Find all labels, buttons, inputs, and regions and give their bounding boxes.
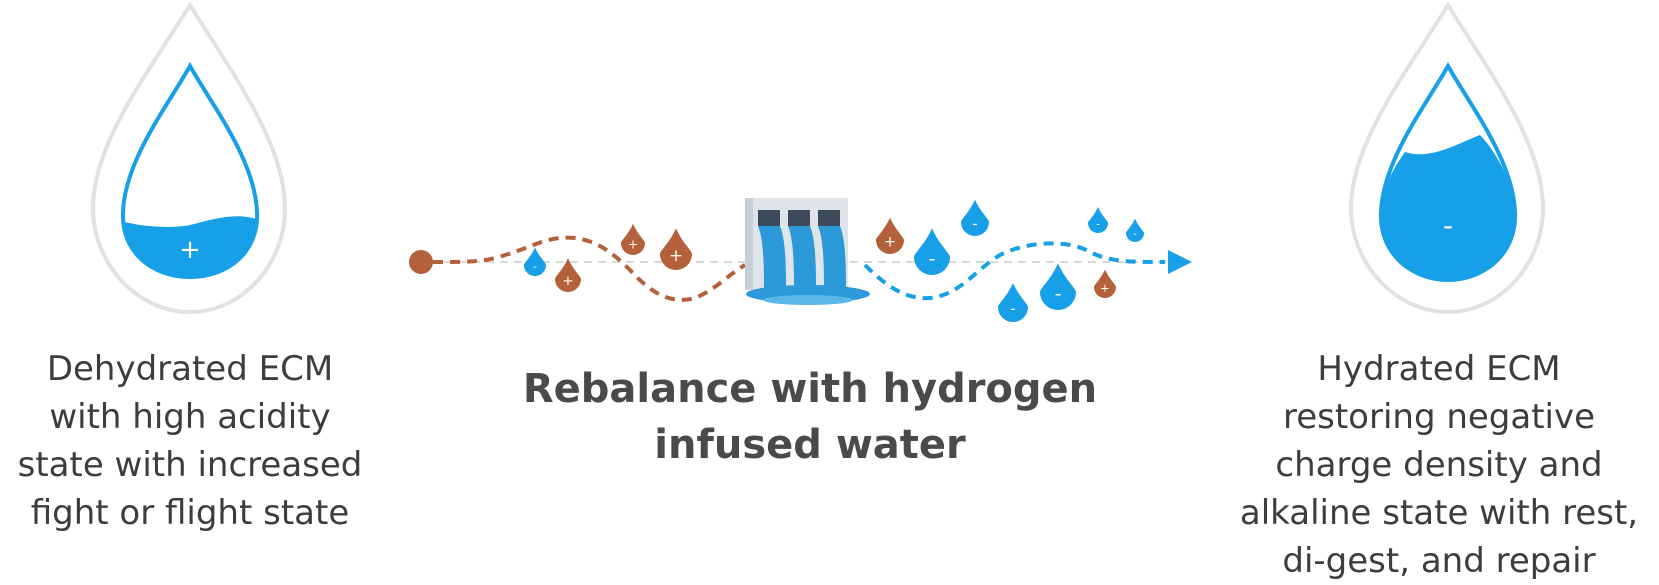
dam-pool-ripple xyxy=(763,295,853,305)
negative-droplet-icon xyxy=(1040,263,1076,310)
droplet-sign: + xyxy=(669,245,683,265)
positive-droplet-icon xyxy=(621,223,645,255)
right-drop-outline xyxy=(1348,1,1546,315)
droplet-sign: + xyxy=(884,233,896,250)
center-title-line: Rebalance with hydrogen xyxy=(522,366,1098,412)
left-caption: Dehydrated ECM with high acidity state w… xyxy=(0,345,380,537)
droplet-sign: - xyxy=(972,215,977,232)
left-drop-outline xyxy=(90,1,288,315)
negative-droplet-icon xyxy=(914,228,950,275)
right-caption: Hydrated ECM restoring negative charge d… xyxy=(1219,345,1659,585)
positive-droplet-icon xyxy=(555,258,581,292)
left-caption-line: fight or flight state xyxy=(30,493,350,533)
right-caption-line: alkaline state with rest, xyxy=(1239,493,1639,533)
hydrated-drop-icon: - xyxy=(1348,1,1546,315)
droplet-sign: + xyxy=(562,273,573,289)
right-drop-sign: - xyxy=(1443,209,1453,242)
negative-droplet-icon xyxy=(961,199,989,236)
dam-icon xyxy=(745,198,870,305)
positive-droplet-icon xyxy=(876,217,904,254)
alkaline-flow-line xyxy=(863,241,1166,301)
dehydrated-drop-icon: + xyxy=(90,1,288,315)
droplet-sign: - xyxy=(533,259,537,273)
negative-droplet-icon xyxy=(998,283,1028,322)
left-drop-sign: + xyxy=(179,235,201,265)
negative-droplet-icon xyxy=(1088,207,1108,233)
droplet-sign: - xyxy=(929,248,936,270)
droplet-sign: - xyxy=(1096,219,1100,231)
flow-start-dot xyxy=(409,250,433,274)
center-title: Rebalance with hydrogen infused water xyxy=(500,361,1120,473)
right-caption-line: restoring negative xyxy=(1282,397,1596,437)
dam-spill-3 xyxy=(818,226,846,290)
droplet-sign: - xyxy=(1055,283,1062,305)
dam-gate-1 xyxy=(758,210,780,226)
flow-arrowhead xyxy=(1168,250,1192,274)
droplet-sign: + xyxy=(628,236,639,251)
dam-wall-shade xyxy=(745,198,753,290)
droplet-sign: - xyxy=(1133,229,1136,240)
left-caption-line: state with increased xyxy=(17,445,363,485)
dam-spill-2 xyxy=(788,226,816,290)
center-title-line: infused water xyxy=(654,422,966,468)
right-caption-line: di-gest, and repair xyxy=(1282,541,1596,581)
droplet-sign: - xyxy=(1010,299,1016,318)
positive-droplet-icon xyxy=(660,228,692,270)
right-caption-line: Hydrated ECM xyxy=(1317,349,1561,389)
droplet-sign: + xyxy=(1100,281,1110,295)
right-caption-line: charge density and xyxy=(1275,445,1603,485)
left-drop-water-level xyxy=(124,216,256,277)
negative-droplet-icon xyxy=(524,247,546,276)
right-drop-water-level xyxy=(1380,135,1516,280)
negative-droplet-icon xyxy=(1126,218,1144,242)
positive-droplet-icon xyxy=(1094,269,1116,298)
acid-flow-line xyxy=(432,235,747,302)
dam-gate-2 xyxy=(788,210,810,226)
left-caption-line: with high acidity xyxy=(49,397,331,437)
small-droplets: - + + + + - - - - - + - xyxy=(524,199,1144,322)
dam-gate-3 xyxy=(818,210,840,226)
dam-spill-1 xyxy=(758,226,786,290)
left-caption-line: Dehydrated ECM xyxy=(46,349,334,389)
